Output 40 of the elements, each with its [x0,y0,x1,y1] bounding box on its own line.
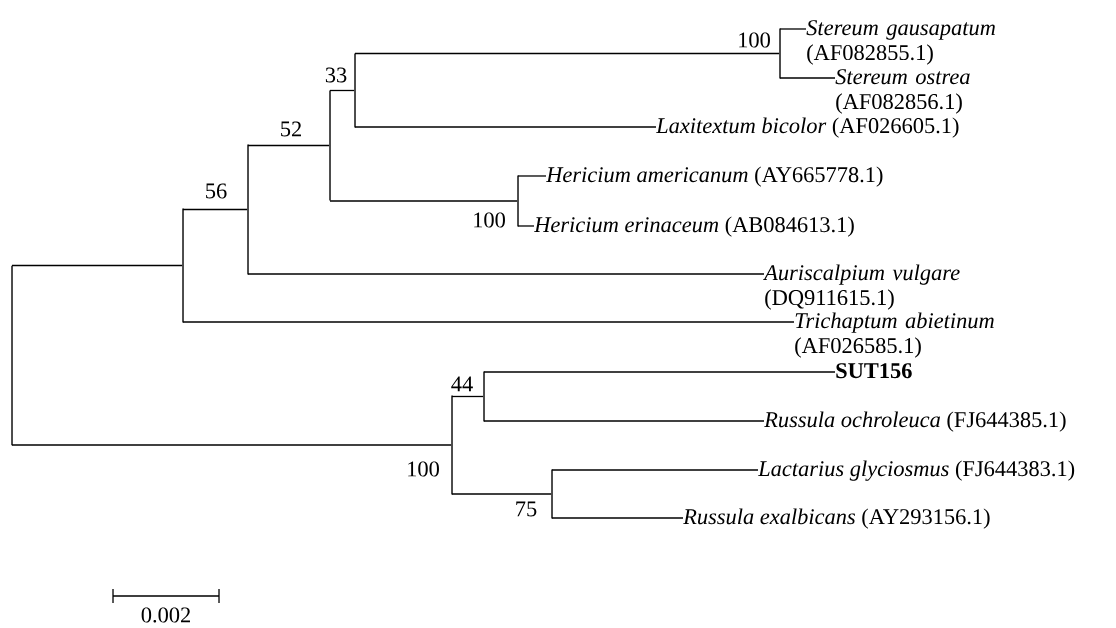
taxon-label: Hericium americanum (AY665778.1) [545,166,883,187]
branch-line [329,89,355,92]
branch-line [354,52,780,55]
bootstrap-value: 100 [408,461,439,477]
bootstrap-value: 52 [281,121,301,137]
branch-line [517,225,535,227]
branch-line [779,77,836,79]
branch-line [451,395,484,398]
taxon-label: Trichaptum abietinum (AF026585.1) [795,312,994,358]
taxon-label: SUT156 [836,363,912,379]
taxon-label: Stereum ostrea (AF082856.1) [835,69,970,114]
branch-line [11,444,452,446]
bootstrap-value: 75 [516,501,537,517]
taxon-label: Laxitextum bicolor (AF026605.1) [655,117,959,138]
branch-line [483,371,836,373]
branch-line [551,469,759,471]
bootstrap-value: 33 [325,67,347,83]
branch-line [779,28,807,30]
bootstrap-value: 56 [206,183,227,199]
branch-line [329,200,518,202]
bootstrap-value: 44 [451,376,473,392]
branch-line [247,273,765,275]
taxon-label: Stereum gausapatum (AF082855.1) [806,20,995,65]
scale-label: 0.002 [141,607,190,623]
branch-line [517,175,547,177]
branch-line [354,126,657,128]
taxon-label: Russula ochroleuca (FJ644385.1) [764,411,1066,432]
taxon-label: Hericium erinaceum (AB084613.1) [533,216,854,237]
taxon-label: Lactarius glyciosmus (FJ644383.1) [757,460,1075,481]
branch-line [483,420,765,422]
taxon-label: Auriscalpium vulgare (DQ911615.1) [763,264,960,310]
branch-line [11,264,183,267]
branch-line [182,321,795,323]
branch-line [182,208,248,211]
taxon-label: Russula exalbicans (AY293156.1) [683,508,990,529]
bootstrap-value: 100 [739,32,770,48]
branch-line [247,144,330,147]
branch-line [551,517,684,519]
bootstrap-value: 100 [474,212,505,228]
branch-line [451,493,552,495]
